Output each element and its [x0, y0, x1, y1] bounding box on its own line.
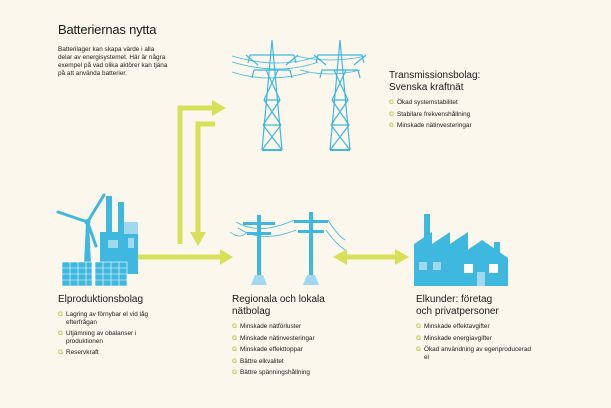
- transmission-title-line2: Svenska kraftnät: [389, 82, 464, 93]
- customers-illustration: [414, 214, 508, 286]
- benefit-text: Ökad användning av egenproducerad el: [424, 346, 531, 361]
- benefit-text: Minskade nätinvesteringar: [240, 334, 315, 342]
- transmission-title-line1: Transmissionsbolag:: [389, 70, 481, 81]
- factory-chimney: [424, 214, 430, 244]
- bullet-icon: G: [232, 346, 237, 354]
- benefit-text: Minskade effektavgifter: [424, 323, 490, 330]
- bullet-icon: G: [232, 334, 237, 342]
- arrow-down-head: [190, 232, 206, 246]
- bullet-icon: G: [416, 346, 421, 354]
- benefit-text: Bättre spänningshållning: [240, 369, 310, 377]
- regional-title-line1: Regionala och lokala: [232, 294, 325, 305]
- benefit-text: Lagring av förnybar el vid låg efterfråg…: [66, 311, 149, 326]
- arrow-transmission-to-regional: [195, 121, 215, 234]
- bullet-icon: G: [389, 110, 394, 118]
- bullet-icon: G: [58, 349, 63, 357]
- production-illustration: [56, 193, 138, 287]
- transmission-wires: [231, 55, 367, 79]
- benefit-text: Minskade nätförluster: [240, 323, 302, 330]
- transmission-tower-right: [313, 39, 367, 151]
- factory-chimney-2: [118, 202, 124, 234]
- benefit-text: Ökad systemstabilitet: [397, 99, 458, 106]
- benefit-text: Minskade energiavgifter: [424, 334, 492, 342]
- production-title: Elproduktionsbolag: [58, 294, 144, 305]
- benefit-text: Stabilare frekvenshållning: [397, 110, 471, 118]
- regional-pole-1: [257, 215, 261, 275]
- bullet-icon: G: [416, 323, 421, 330]
- benefit-text: Minskade effekttoppar: [240, 346, 303, 354]
- arrow-up-head: [212, 100, 226, 116]
- intro-text: Batterilager kan skapa värde i alla dela…: [58, 46, 168, 77]
- arrow-right-head: [395, 249, 409, 265]
- flow-arrows: [128, 100, 409, 265]
- customer-factory: [414, 232, 468, 286]
- arrow-left-head: [333, 249, 347, 265]
- regional-title-line2: nätbolag: [232, 306, 271, 317]
- customers-title-line2: och privatpersoner: [416, 306, 499, 317]
- regional-wires: [229, 219, 346, 251]
- page-title: Batteriernas nytta: [58, 22, 157, 37]
- transmission-towers: [231, 39, 367, 151]
- regional-pole-2: [309, 212, 313, 275]
- benefit-text: Bättre elkvalitet: [240, 357, 284, 365]
- factory-chimney-1: [106, 196, 112, 234]
- benefit-text: Reservkraft: [66, 349, 99, 357]
- bullet-icon: G: [389, 122, 394, 130]
- regional-towers: [229, 212, 346, 285]
- bullet-icon: G: [232, 369, 237, 377]
- benefit-text: Minskade nätinvesteringar: [397, 122, 472, 130]
- arrow-regional-to-transmission: [177, 105, 214, 244]
- bullet-icon: G: [416, 334, 421, 342]
- solar-panels: [61, 261, 128, 287]
- bullet-icon: G: [58, 330, 63, 338]
- bullet-icon: G: [232, 357, 237, 365]
- bullet-icon: G: [58, 311, 63, 318]
- benefit-text: Utjämning av obalanser i produktionen: [66, 330, 137, 345]
- bullet-icon: G: [232, 323, 237, 330]
- arrow-production-head: [220, 249, 233, 265]
- customers-title-line1: Elkunder: företag: [416, 294, 493, 305]
- transmission-tower-left: [245, 39, 299, 151]
- bullet-icon: G: [389, 99, 394, 106]
